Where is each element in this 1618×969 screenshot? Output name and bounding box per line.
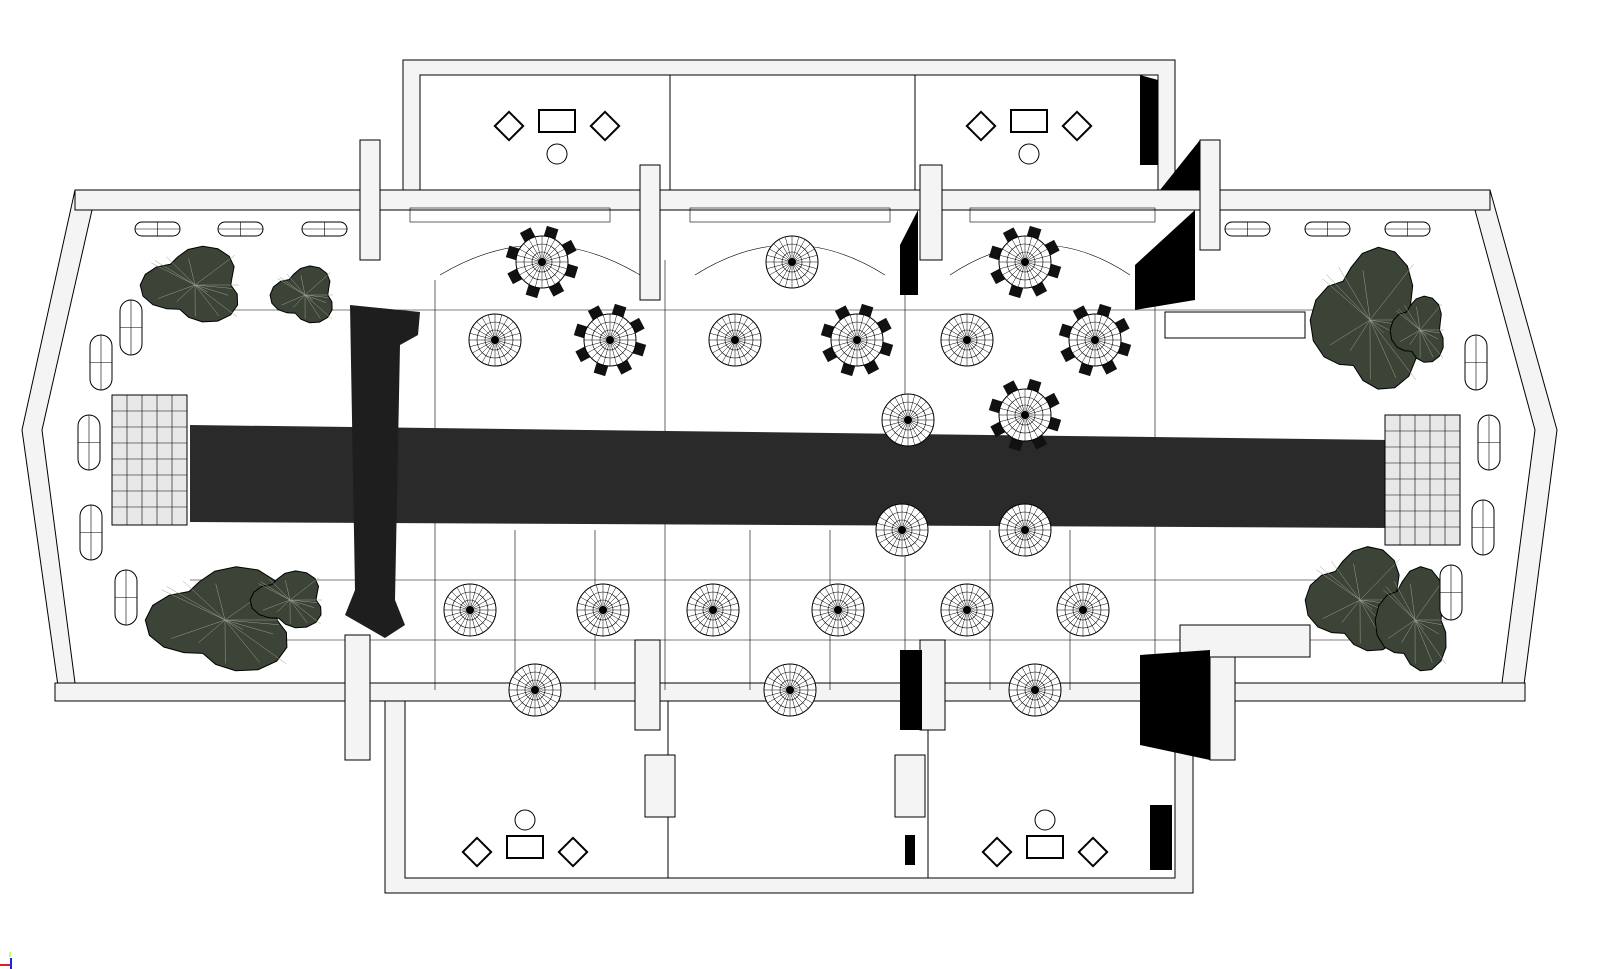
- window-icon: [1384, 221, 1431, 237]
- plant-icon: [144, 566, 289, 672]
- window-icon: [119, 299, 143, 356]
- plant-icon: [1374, 566, 1447, 672]
- window-icon: [1477, 414, 1501, 471]
- window-icon: [111, 394, 188, 526]
- round-table-icon[interactable]: [1008, 663, 1062, 717]
- plant-icon: [1309, 246, 1418, 390]
- round-table-icon[interactable]: [1056, 583, 1110, 637]
- decor-layer: [77, 109, 1501, 868]
- round-table-icon[interactable]: [763, 663, 817, 717]
- window-icon: [1224, 221, 1271, 237]
- round-table-icon[interactable]: [875, 503, 929, 557]
- plant-icon: [249, 570, 322, 629]
- sofa-icon: [981, 809, 1109, 868]
- runner: [345, 305, 420, 638]
- round-table-icon[interactable]: [573, 303, 647, 377]
- round-table-icon[interactable]: [881, 393, 935, 447]
- round-table-icon[interactable]: [940, 313, 994, 367]
- grid-lines: [190, 207, 1390, 690]
- carpet: [190, 425, 1390, 528]
- window-icon: [77, 414, 101, 471]
- round-table-icon[interactable]: [998, 503, 1052, 557]
- bar-counter: [1164, 311, 1306, 339]
- plant-icon: [1389, 295, 1444, 363]
- wall-shadows: [900, 75, 1210, 870]
- plant-icon: [139, 245, 239, 323]
- round-table-icon[interactable]: [708, 313, 762, 367]
- plant-icon: [269, 265, 333, 324]
- window-icon: [1471, 499, 1495, 556]
- round-table-icon[interactable]: [820, 303, 894, 377]
- pillars: [344, 139, 1311, 818]
- axis-gizmo-icon: [0, 952, 12, 969]
- round-table-icon[interactable]: [508, 663, 562, 717]
- round-table-icon[interactable]: [686, 583, 740, 637]
- tables-layer: [443, 225, 1132, 717]
- sofa-icon: [461, 809, 589, 868]
- round-table-icon[interactable]: [811, 583, 865, 637]
- window-icon: [79, 504, 103, 561]
- window-icon: [1384, 414, 1461, 546]
- round-table-icon[interactable]: [988, 378, 1062, 452]
- window-icon: [1439, 564, 1463, 621]
- window-icon: [134, 221, 181, 237]
- window-icon: [217, 221, 264, 237]
- top-annex-inner: [419, 74, 1159, 201]
- round-table-icon[interactable]: [765, 235, 819, 289]
- round-table-icon[interactable]: [468, 313, 522, 367]
- round-table-icon[interactable]: [940, 583, 994, 637]
- round-table-icon[interactable]: [988, 225, 1062, 299]
- window-icon: [1304, 221, 1351, 237]
- round-table-icon[interactable]: [443, 583, 497, 637]
- window-icon: [1464, 334, 1488, 391]
- round-table-icon[interactable]: [1058, 303, 1132, 377]
- window-icon: [301, 221, 348, 237]
- sofa-icon: [965, 109, 1093, 165]
- round-table-icon[interactable]: [505, 225, 579, 299]
- window-icon: [114, 569, 138, 626]
- round-table-icon[interactable]: [576, 583, 630, 637]
- window-icon: [89, 334, 113, 391]
- sofa-icon: [493, 109, 621, 165]
